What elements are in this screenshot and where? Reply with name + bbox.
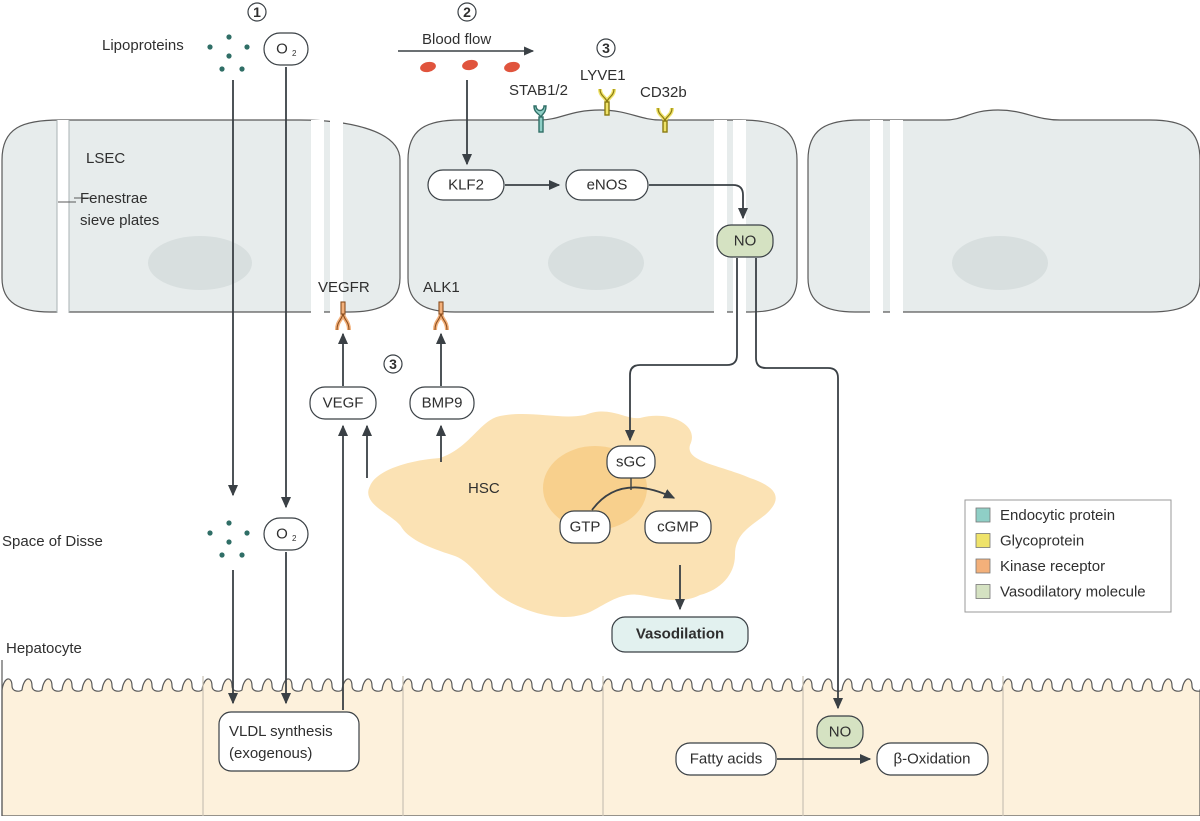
red-blood-cells [420,59,520,73]
vasodilation-node: Vasodilation [611,616,749,653]
svg-text:O: O [276,41,288,58]
lyve1-receptor-icon [598,88,616,116]
lipoprotein-dots-top [207,34,250,72]
fenestrae-label: Fenestrae [80,190,148,207]
legend-label: Glycoprotein [1000,533,1084,550]
svg-text:(exogenous): (exogenous) [229,745,312,762]
lsec-label: LSEC [86,150,125,167]
legend-swatch [975,558,991,574]
vldl-synthesis-node: VLDL synthesis (exogenous) [218,711,360,772]
no-node-hepatocyte: NO [816,715,864,749]
svg-text:sGC: sGC [616,454,646,471]
svg-text:cGMP: cGMP [657,519,699,536]
gtp-node: GTP [559,510,611,544]
cd32b-receptor-icon [656,107,674,133]
svg-text:β-Oxidation: β-Oxidation [894,751,971,768]
hsc-label: HSC [468,480,500,497]
svg-text:VLDL synthesis: VLDL synthesis [229,723,333,740]
lsec-cell-left [1,119,401,313]
enos-node: eNOS [565,169,649,201]
sgc-node: sGC [606,445,656,479]
oxygen-disse: O 2 [263,517,309,551]
cd32b-label: CD32b [640,84,687,101]
svg-text:Fatty acids: Fatty acids [690,751,763,768]
space-of-disse-label: Space of Disse [2,533,103,550]
step-3-badge-mid: 3 [383,354,403,374]
pathway-arrows [227,67,872,765]
svg-text:1: 1 [253,4,261,20]
klf2-node: KLF2 [427,169,505,201]
vegfr-receptor-icon [335,301,351,331]
hepatocyte-membrane [1,678,1200,817]
svg-text:KLF2: KLF2 [448,177,484,194]
beta-oxidation-node: β-Oxidation [876,742,989,776]
fatty-acids-node: Fatty acids [675,742,777,776]
svg-text:2: 2 [292,49,297,58]
svg-text:NO: NO [734,233,757,250]
vegfr-label: VEGFR [318,279,370,296]
oxygen-top: O 2 [263,32,309,66]
svg-text:BMP9: BMP9 [422,395,463,412]
lyve1-label: LYVE1 [580,67,626,84]
step-1-badge: 1 [247,2,267,22]
step-3-badge-top: 3 [596,38,616,58]
svg-text:GTP: GTP [570,519,601,536]
alk1-label: ALK1 [423,279,460,296]
lipoproteins-label: Lipoproteins [102,37,184,54]
legend-swatch [975,533,991,548]
sieve-plates-label: sieve plates [80,212,159,229]
no-node-lsec: NO [716,224,774,258]
hepatocyte-layer [1,660,1200,817]
svg-text:NO: NO [829,724,852,741]
svg-text:3: 3 [389,356,397,372]
stab-label: STAB1/2 [509,82,568,99]
svg-text:3: 3 [602,40,610,56]
vegf-node: VEGF [309,386,377,420]
legend-label: Endocytic protein [1000,507,1115,524]
svg-text:2: 2 [463,4,471,20]
legend-swatch [975,507,991,523]
blood-flow-label: Blood flow [422,31,491,48]
lsec-cell-right [807,109,1200,313]
lipoprotein-dots-disse [207,520,250,558]
stab-receptor-icon [533,105,547,133]
svg-text:2: 2 [292,534,297,543]
bmp9-node: BMP9 [409,386,475,420]
legend-label: Vasodilatory molecule [1000,584,1146,601]
svg-text:VEGF: VEGF [323,395,364,412]
cgmp-node: cGMP [644,510,712,544]
svg-text:O: O [276,526,288,543]
svg-text:eNOS: eNOS [587,177,628,194]
alk1-receptor-icon [433,301,449,331]
legend-swatch [975,584,991,599]
hepatocyte-label: Hepatocyte [6,640,82,657]
legend-label: Kinase receptor [1000,558,1105,575]
svg-text:Vasodilation: Vasodilation [636,626,724,643]
step-2-badge: 2 [457,2,477,22]
